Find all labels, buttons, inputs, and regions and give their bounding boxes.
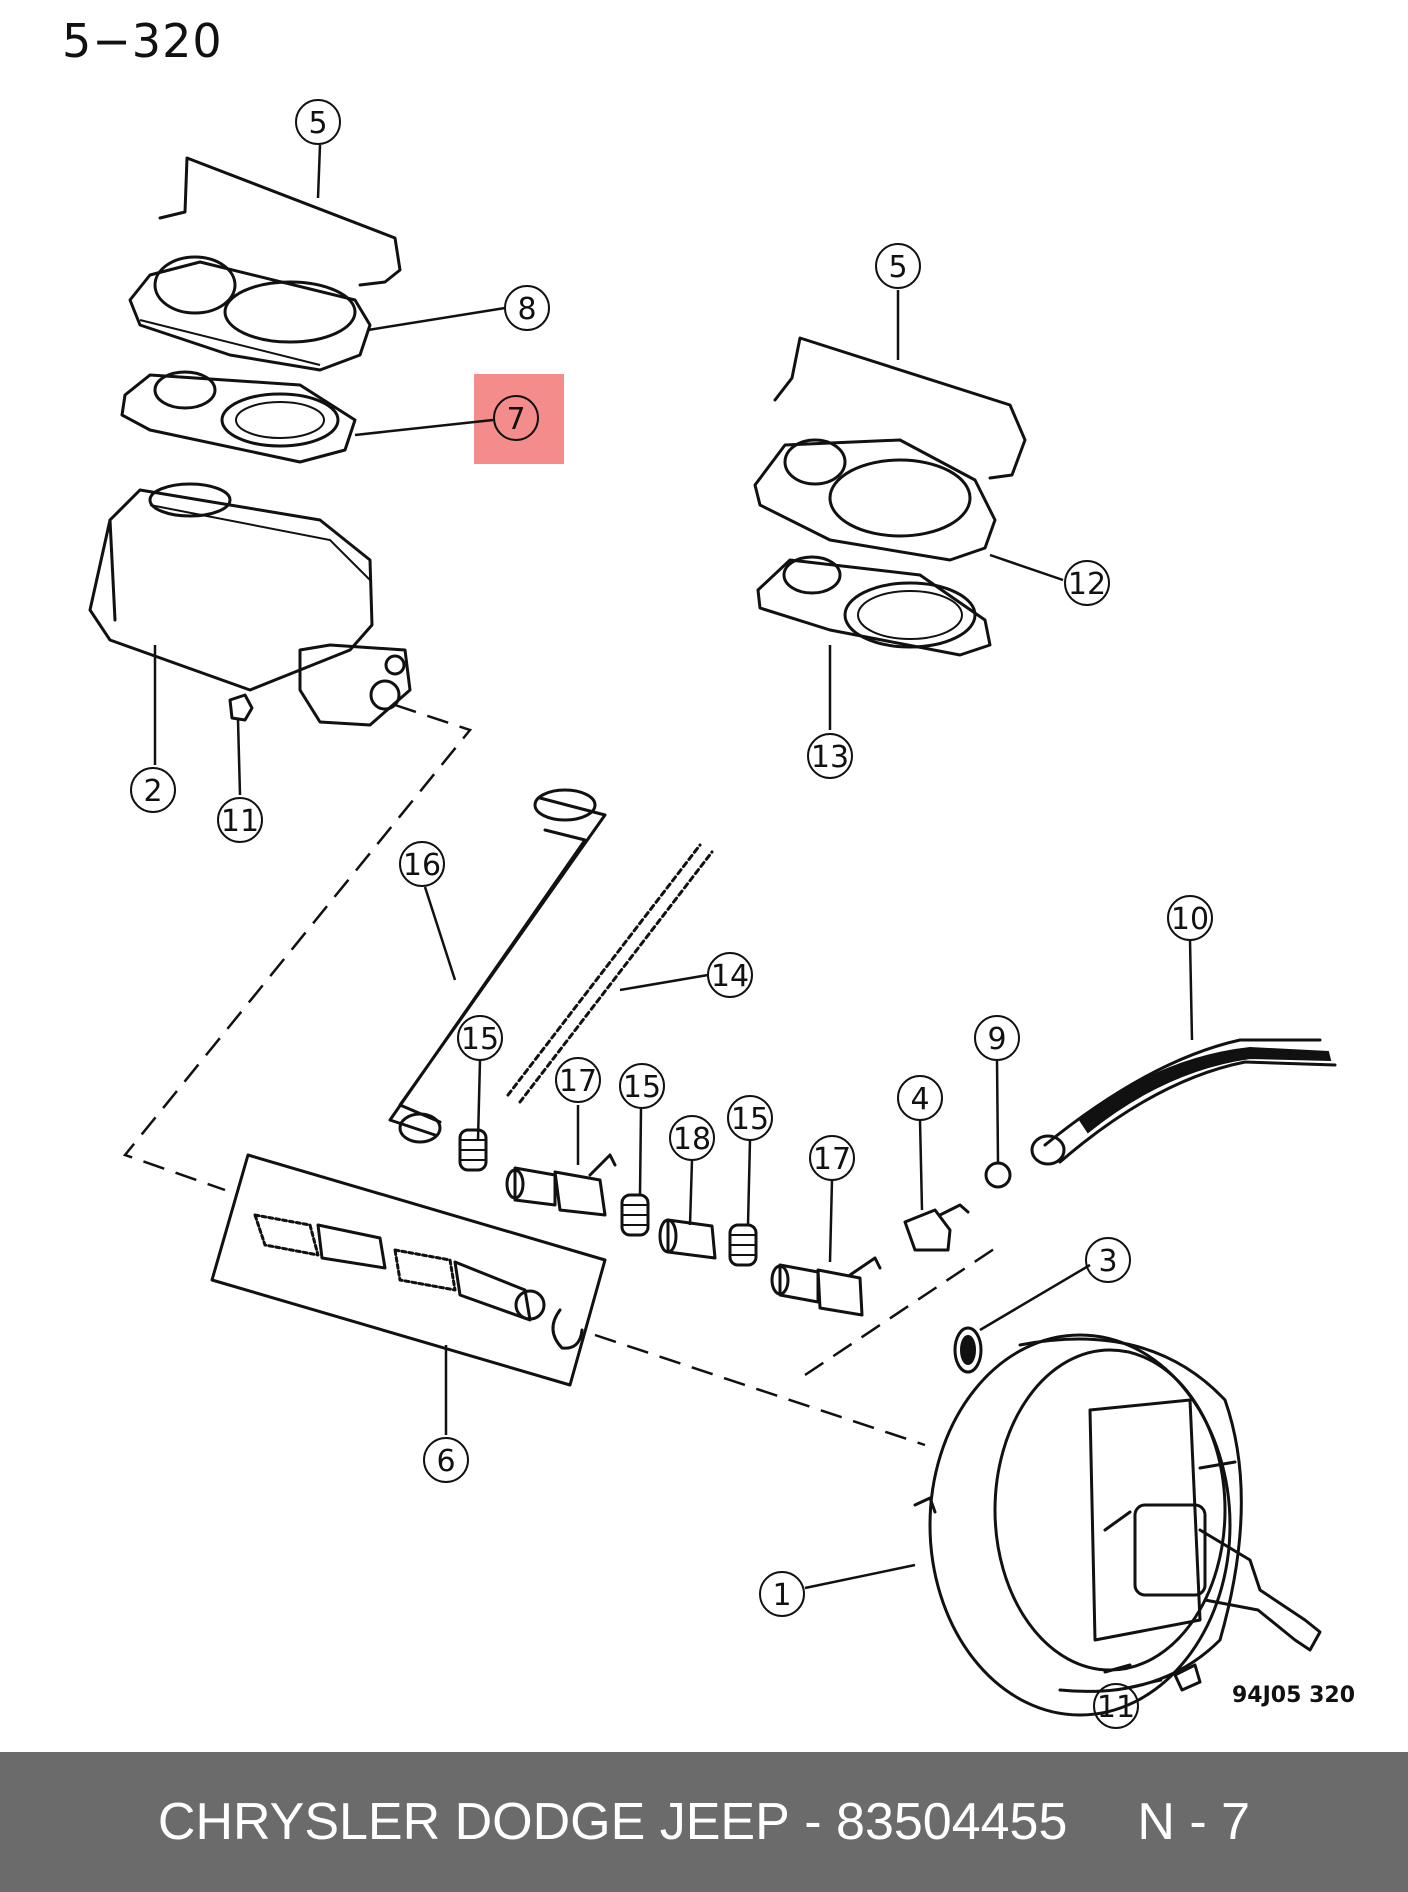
callout-7: 7 — [493, 395, 539, 441]
callout-15-c: 15 — [727, 1095, 773, 1141]
callout-6: 6 — [423, 1437, 469, 1483]
callout-11-bottom: 11 — [1093, 1683, 1139, 1729]
highlight-box — [474, 374, 564, 464]
assembly-dash-line-tee — [804, 1243, 1001, 1377]
callout-18: 18 — [669, 1115, 715, 1161]
assembly-dash-line-booster — [594, 1333, 926, 1447]
svg-text:2: 2 — [143, 774, 162, 809]
page-number: 5−320 — [62, 14, 223, 68]
callout-8: 8 — [504, 285, 550, 331]
retainer-bail-right — [773, 336, 1027, 480]
footer-part-number: 83504455 — [836, 1793, 1068, 1851]
callout-11-top: 11 — [217, 797, 263, 843]
svg-text:17: 17 — [813, 1142, 851, 1177]
elbow-fitting — [903, 1203, 970, 1252]
exploded-parts-diagram: 5 8 7 5 12 13 2 11 16 14 10 15 17 15 18 … — [88, 99, 1355, 1729]
reservoir-gasket-right — [756, 555, 992, 657]
grommet — [953, 1326, 983, 1374]
hose-clamp-1 — [458, 1128, 488, 1172]
callout-4: 4 — [897, 1075, 943, 1121]
callout-9: 9 — [974, 1015, 1020, 1061]
svg-text:7: 7 — [506, 402, 525, 437]
svg-text:5: 5 — [308, 106, 327, 141]
retainer-bail-left — [158, 156, 402, 287]
master-cylinder-body — [88, 482, 412, 727]
reference-code: 94J05 320 — [1232, 1683, 1355, 1708]
tee-fitting-2 — [770, 1256, 882, 1317]
svg-text:11: 11 — [221, 804, 259, 839]
svg-text:9: 9 — [987, 1022, 1006, 1057]
svg-text:18: 18 — [673, 1122, 711, 1157]
svg-text:15: 15 — [731, 1102, 769, 1137]
callout-12: 12 — [1064, 560, 1110, 606]
callout-15-b: 15 — [619, 1063, 665, 1109]
svg-text:1: 1 — [772, 1578, 791, 1613]
svg-text:10: 10 — [1171, 902, 1209, 937]
mounting-nut-small — [228, 693, 254, 722]
svg-text:17: 17 — [559, 1064, 597, 1099]
callout-2: 2 — [130, 767, 176, 813]
footer-ref: N - 7 — [1137, 1793, 1251, 1851]
callout-17-a: 17 — [555, 1057, 601, 1103]
svg-text:15: 15 — [461, 1022, 499, 1057]
svg-text:12: 12 — [1068, 567, 1106, 602]
svg-text:4: 4 — [910, 1082, 929, 1117]
callout-10: 10 — [1167, 895, 1213, 941]
svg-text:6: 6 — [436, 1444, 455, 1479]
svg-text:8: 8 — [517, 292, 536, 327]
svg-text:5: 5 — [888, 250, 907, 285]
svg-text:11: 11 — [1097, 1690, 1135, 1725]
piston-kit-box — [210, 1153, 607, 1387]
callout-1: 1 — [759, 1571, 805, 1617]
hose-clamp-3 — [728, 1223, 758, 1267]
footer-bar: CHRYSLER DODGE JEEP - 83504455 N - 7 — [0, 1752, 1408, 1892]
svg-text:15: 15 — [623, 1070, 661, 1105]
coiled-hose — [506, 843, 714, 1104]
small-clamp — [984, 1161, 1012, 1189]
reservoir-cover-left — [128, 255, 372, 372]
callout-13: 13 — [807, 733, 853, 779]
hose-clamp-2 — [620, 1193, 650, 1237]
svg-text:16: 16 — [403, 848, 441, 883]
brake-booster — [913, 1333, 1322, 1717]
callout-16: 16 — [399, 841, 445, 887]
callout-15-a: 15 — [457, 1015, 503, 1061]
callout-3: 3 — [1085, 1237, 1131, 1283]
reservoir-cover-right — [753, 438, 997, 562]
assembly-dash-line-left — [122, 703, 473, 1192]
callout-5-left: 5 — [295, 99, 341, 145]
leader-lines — [153, 144, 1194, 1692]
svg-text:13: 13 — [811, 740, 849, 775]
svg-text:3: 3 — [1098, 1244, 1117, 1279]
callout-5-right: 5 — [875, 243, 921, 289]
vacuum-hose-long — [1043, 1038, 1337, 1164]
callout-17-b: 17 — [809, 1135, 855, 1181]
footer-brand: CHRYSLER DODGE JEEP — [157, 1793, 790, 1851]
spacer-tube — [658, 1218, 717, 1260]
reservoir-diaphragm-left — [120, 370, 357, 464]
svg-text:14: 14 — [711, 959, 749, 994]
tee-fitting-1 — [505, 1153, 617, 1217]
footer-separator: - — [804, 1793, 822, 1851]
callout-14: 14 — [707, 952, 753, 998]
